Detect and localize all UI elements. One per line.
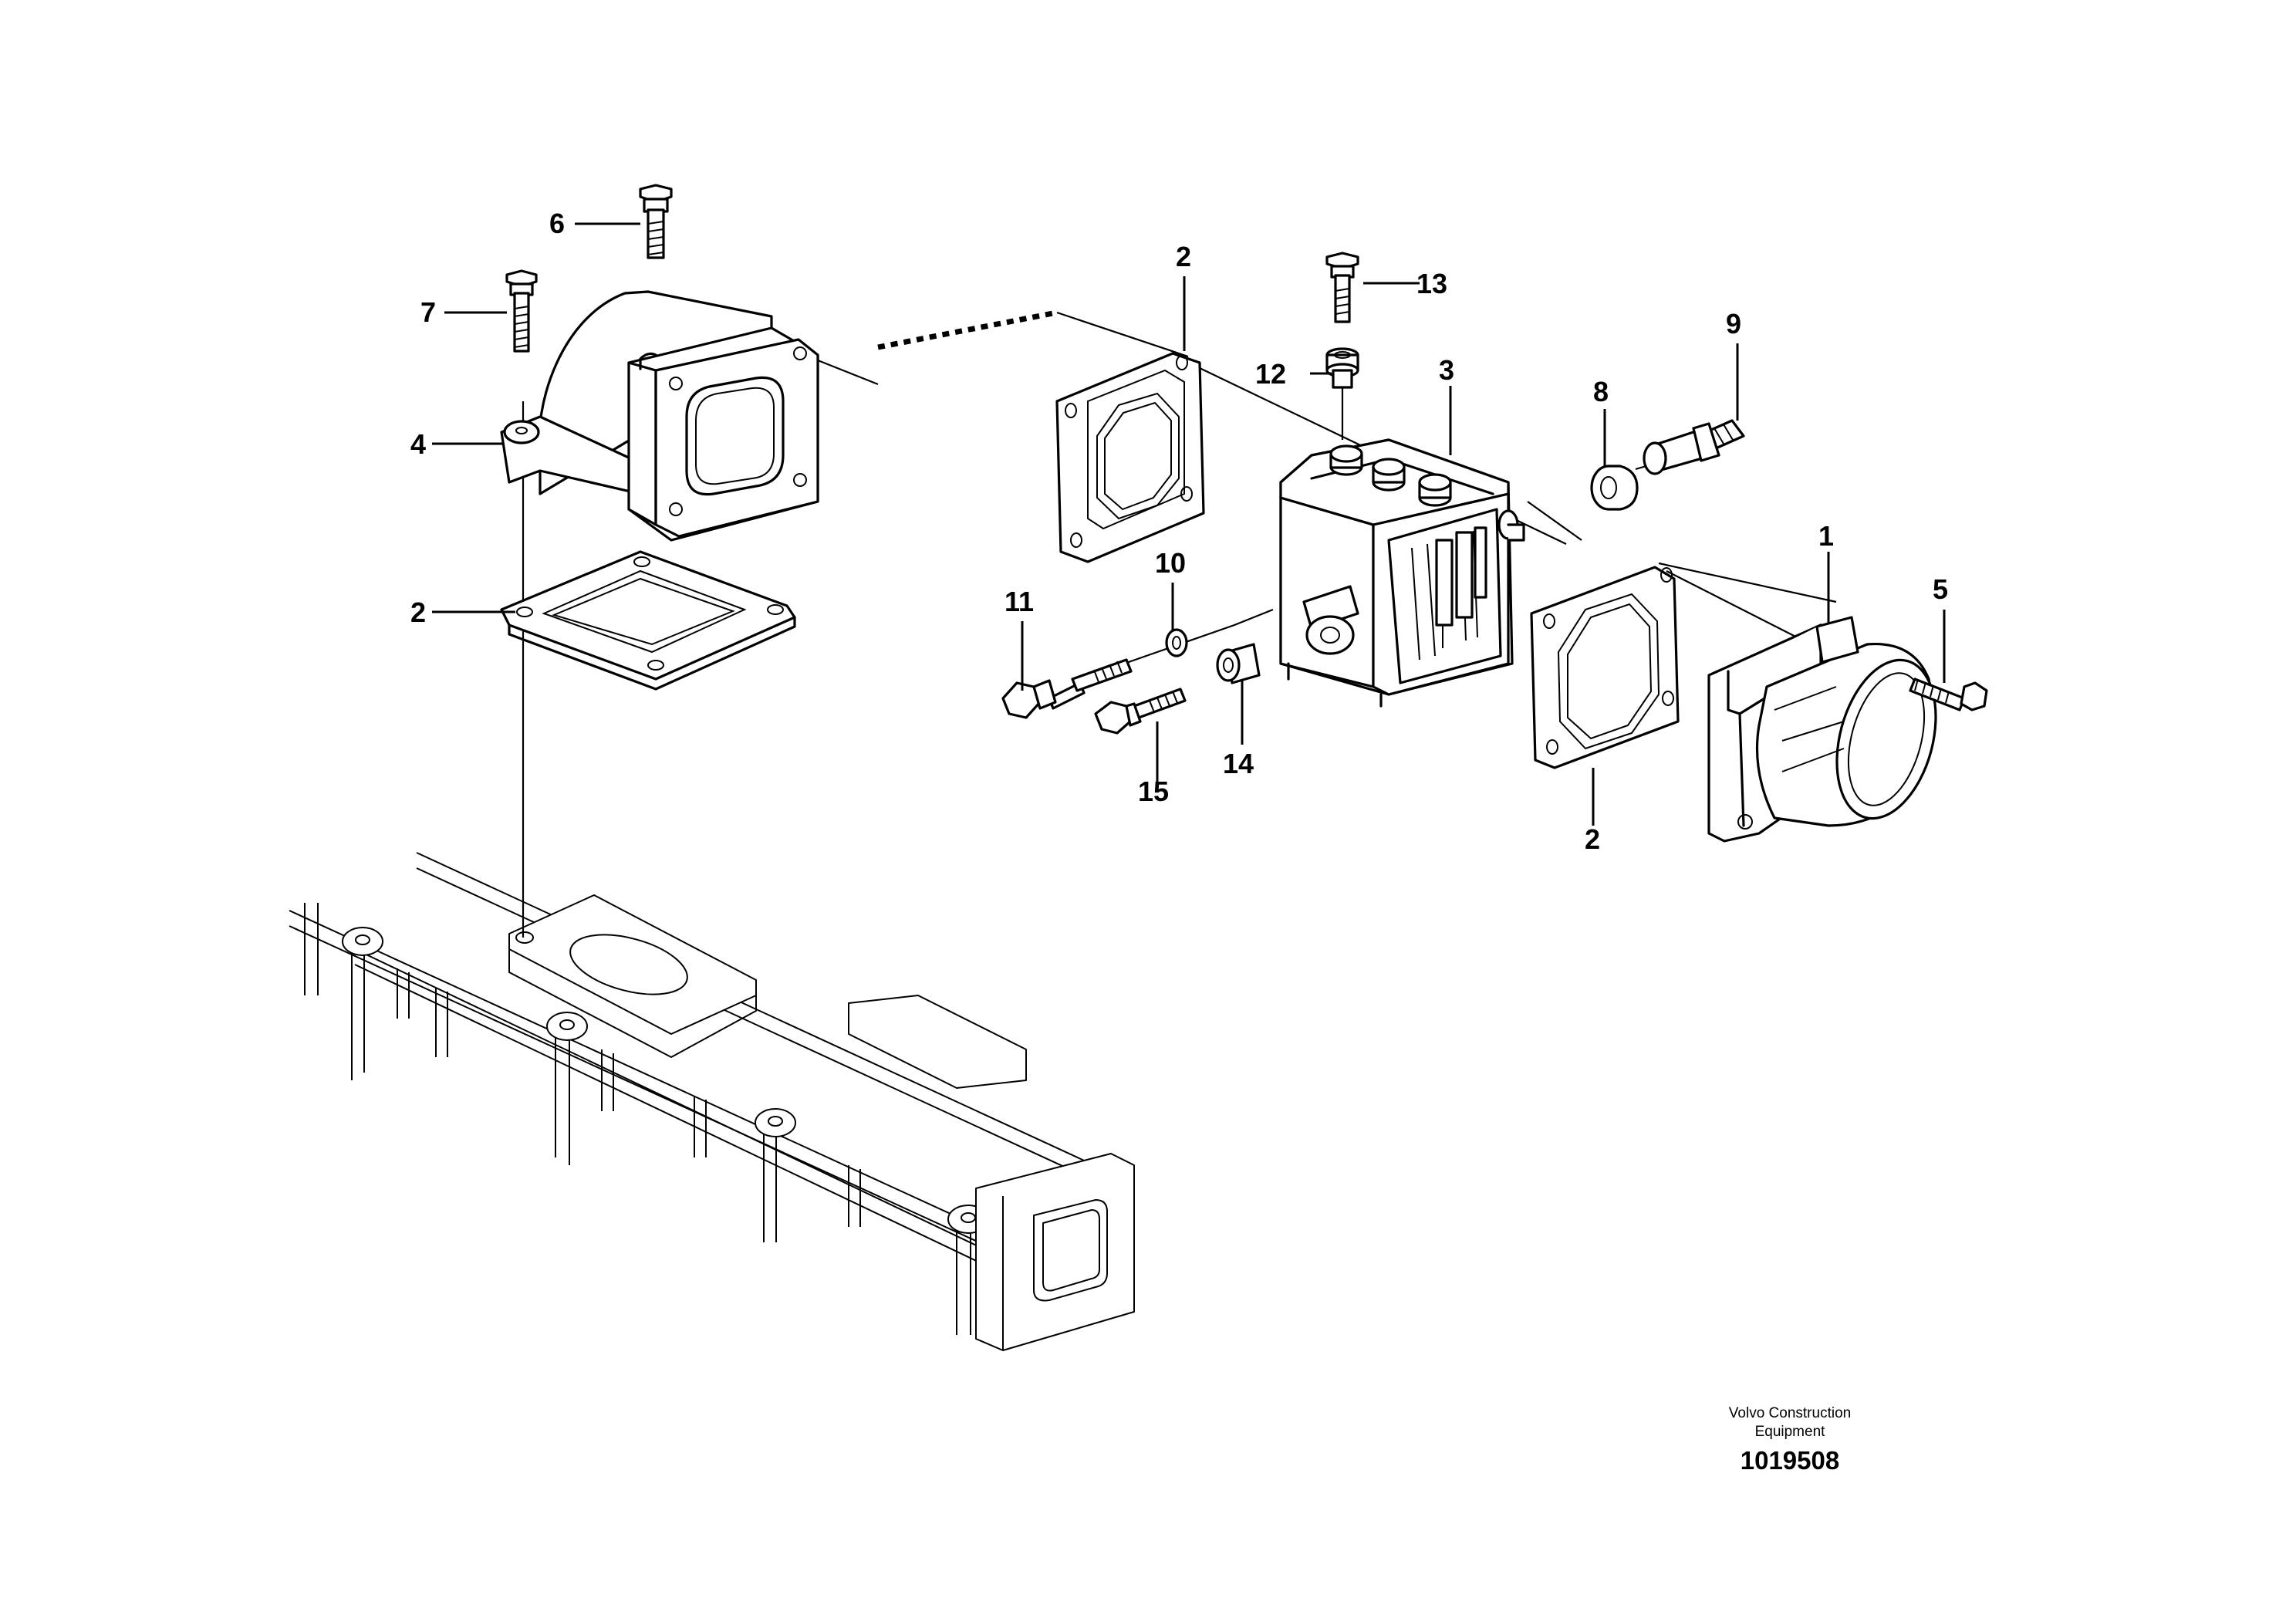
bolt-15 <box>1094 688 1187 735</box>
callout-2-left: 2 <box>410 596 426 628</box>
gasket-left <box>500 550 796 691</box>
grommet-8 <box>1590 465 1639 511</box>
callout-3: 3 <box>1439 354 1454 386</box>
callout-15: 15 <box>1138 776 1169 807</box>
bolt-13 <box>1325 252 1359 323</box>
callout-9: 9 <box>1726 308 1741 340</box>
callout-12: 12 <box>1255 358 1286 390</box>
callout-5: 5 <box>1933 573 1948 605</box>
gasket-center-right <box>1530 566 1680 769</box>
valve-body <box>1279 438 1525 708</box>
bolt-6 <box>639 184 673 259</box>
callout-11: 11 <box>1004 586 1034 617</box>
sleeve-12 <box>1325 347 1359 389</box>
elbow-housing <box>500 290 819 542</box>
callout-13: 13 <box>1416 268 1447 299</box>
washer-10 <box>1165 628 1188 657</box>
bolt-11 <box>1001 658 1133 719</box>
fitting-9 <box>1643 419 1745 475</box>
callout-14: 14 <box>1223 748 1254 779</box>
callout-2-right: 2 <box>1585 823 1600 855</box>
spacer-14 <box>1216 643 1261 684</box>
footer-company-name: Volvo Construction Equipment <box>1728 1405 1852 1440</box>
callout-8: 8 <box>1593 376 1609 407</box>
engine-manifold-context <box>289 852 1135 1351</box>
callout-6: 6 <box>549 208 565 239</box>
callout-labels: 1 2 2 2 3 4 5 6 7 8 9 10 11 12 13 14 15 <box>410 208 1948 855</box>
dashed-connection-line <box>877 309 1058 350</box>
inlet-flange <box>1707 616 1937 843</box>
callout-4: 4 <box>410 428 426 460</box>
footer-document-number: 1019508 <box>1740 1446 1840 1475</box>
callout-leaders <box>432 222 1946 826</box>
callout-10: 10 <box>1155 547 1186 579</box>
callout-7: 7 <box>420 296 436 328</box>
bolt-5 <box>1909 678 1988 711</box>
gasket-center-left <box>1055 352 1205 563</box>
bolt-7 <box>505 269 538 353</box>
callout-1: 1 <box>1818 520 1834 552</box>
callout-2-top: 2 <box>1176 241 1191 272</box>
